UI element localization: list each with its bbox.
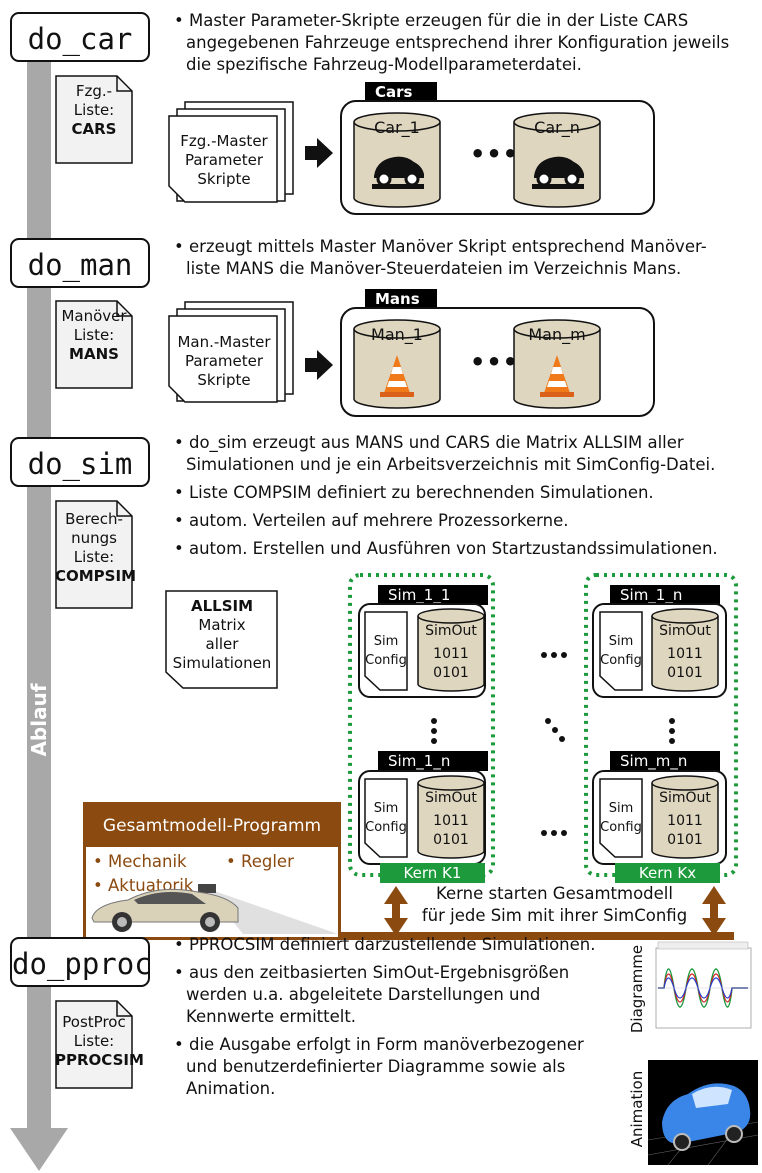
man-master-scripts-icon <box>168 301 294 403</box>
cars-folder-header: Cars <box>365 82 437 102</box>
kern-kx-label: Kern Kx <box>615 863 720 883</box>
bullet-dot: • <box>174 511 189 530</box>
man-last-label: Man_m <box>528 325 586 344</box>
man-scripts-label: Man.-Master Parameter Skripte <box>177 333 271 389</box>
compsim-list-document-icon <box>55 500 133 609</box>
diagram-thumb-label: Diagramme <box>628 944 646 1034</box>
step-do-man[interactable]: do_man <box>10 238 150 288</box>
simout-cylinder-icon <box>651 783 719 859</box>
step-do-sim[interactable]: do_sim <box>10 437 150 487</box>
man-first-label: Man_1 <box>371 325 423 344</box>
pprocsim-list-document-icon <box>55 1000 133 1089</box>
allsim-document-icon <box>165 590 278 689</box>
kern-k1-label: Kern K1 <box>380 863 485 883</box>
simout-cylinder-icon <box>417 616 485 692</box>
compsim-list-label: Berech- nungs Liste: COMPSIM <box>55 510 136 585</box>
vehicle-sensor-illustration <box>91 884 338 934</box>
diagram-thumbnail <box>648 940 758 1045</box>
mans-list-document-icon <box>55 300 133 389</box>
arrow-right-icon <box>305 350 333 380</box>
animation-thumb-label: Animation <box>628 1070 646 1148</box>
bullet-dot: • <box>174 1035 189 1054</box>
sim-description: • do_sim erzeugt aus MANS und CARS die M… <box>174 433 718 558</box>
sim-config-document-icon <box>364 611 408 691</box>
bullet-dot: • <box>174 237 189 256</box>
sim-config-document-icon <box>599 778 643 858</box>
allsim-label: ALLSIM Matrix aller Simulationen <box>172 597 272 672</box>
simout-cylinder-icon <box>651 616 719 692</box>
program-item: • Regler <box>226 852 294 871</box>
cars-list-document-icon <box>55 75 133 164</box>
mans-folder-header: Mans <box>365 289 437 309</box>
simout-cylinder-icon <box>417 783 485 859</box>
car-icon <box>372 156 424 189</box>
car-last-label: Car_n <box>534 118 580 137</box>
bullet-dot: • <box>174 539 189 558</box>
sim-config-document-icon <box>364 778 408 858</box>
animation-thumbnail <box>647 1060 759 1166</box>
man-cylinders <box>353 319 601 409</box>
traffic-cone-icon <box>380 355 414 397</box>
bullet-dot: • <box>174 11 189 30</box>
bullet-dot: • <box>174 483 189 502</box>
car-master-scripts-icon <box>168 101 294 203</box>
program-item: • Mechanik <box>93 852 187 871</box>
traffic-cone-icon <box>540 355 574 397</box>
car-icon <box>532 156 584 189</box>
car-scripts-label: Fzg.-Master Parameter Skripte <box>180 132 268 188</box>
step-do-car[interactable]: do_car <box>10 12 150 62</box>
car-description: • Master Parameter-Skripte erzeugen für … <box>174 11 730 74</box>
car-cylinders <box>353 112 601 208</box>
bullet-dot: • <box>174 433 189 452</box>
program-title: Gesamtmodell-Programm <box>86 805 338 847</box>
pproc-description: • PPROCSIM definiert darzustellende Simu… <box>174 935 596 1098</box>
car-first-label: Car_1 <box>374 118 420 137</box>
car-ellipsis: ••• <box>470 140 520 168</box>
double-arrow-icon <box>384 886 726 936</box>
mans-list-label: Manöver Liste: MANS <box>61 307 127 363</box>
arrow-right-icon <box>305 138 333 168</box>
cars-list-label: Fzg.- Liste: CARS <box>71 82 117 138</box>
man-ellipsis: ••• <box>470 348 520 376</box>
bullet-dot: • <box>174 963 189 982</box>
sim-config-document-icon <box>599 611 643 691</box>
bullet-dot: • <box>174 935 189 954</box>
step-do-pproc[interactable]: do_pproc <box>10 937 152 987</box>
man-description: • erzeugt mittels Master Manöver Skript … <box>174 237 707 278</box>
kern-note: Kerne starten Gesamtmodell für jede Sim … <box>421 884 688 925</box>
pprocsim-list-label: PostProc Liste: PPROCSIM <box>55 1013 144 1069</box>
